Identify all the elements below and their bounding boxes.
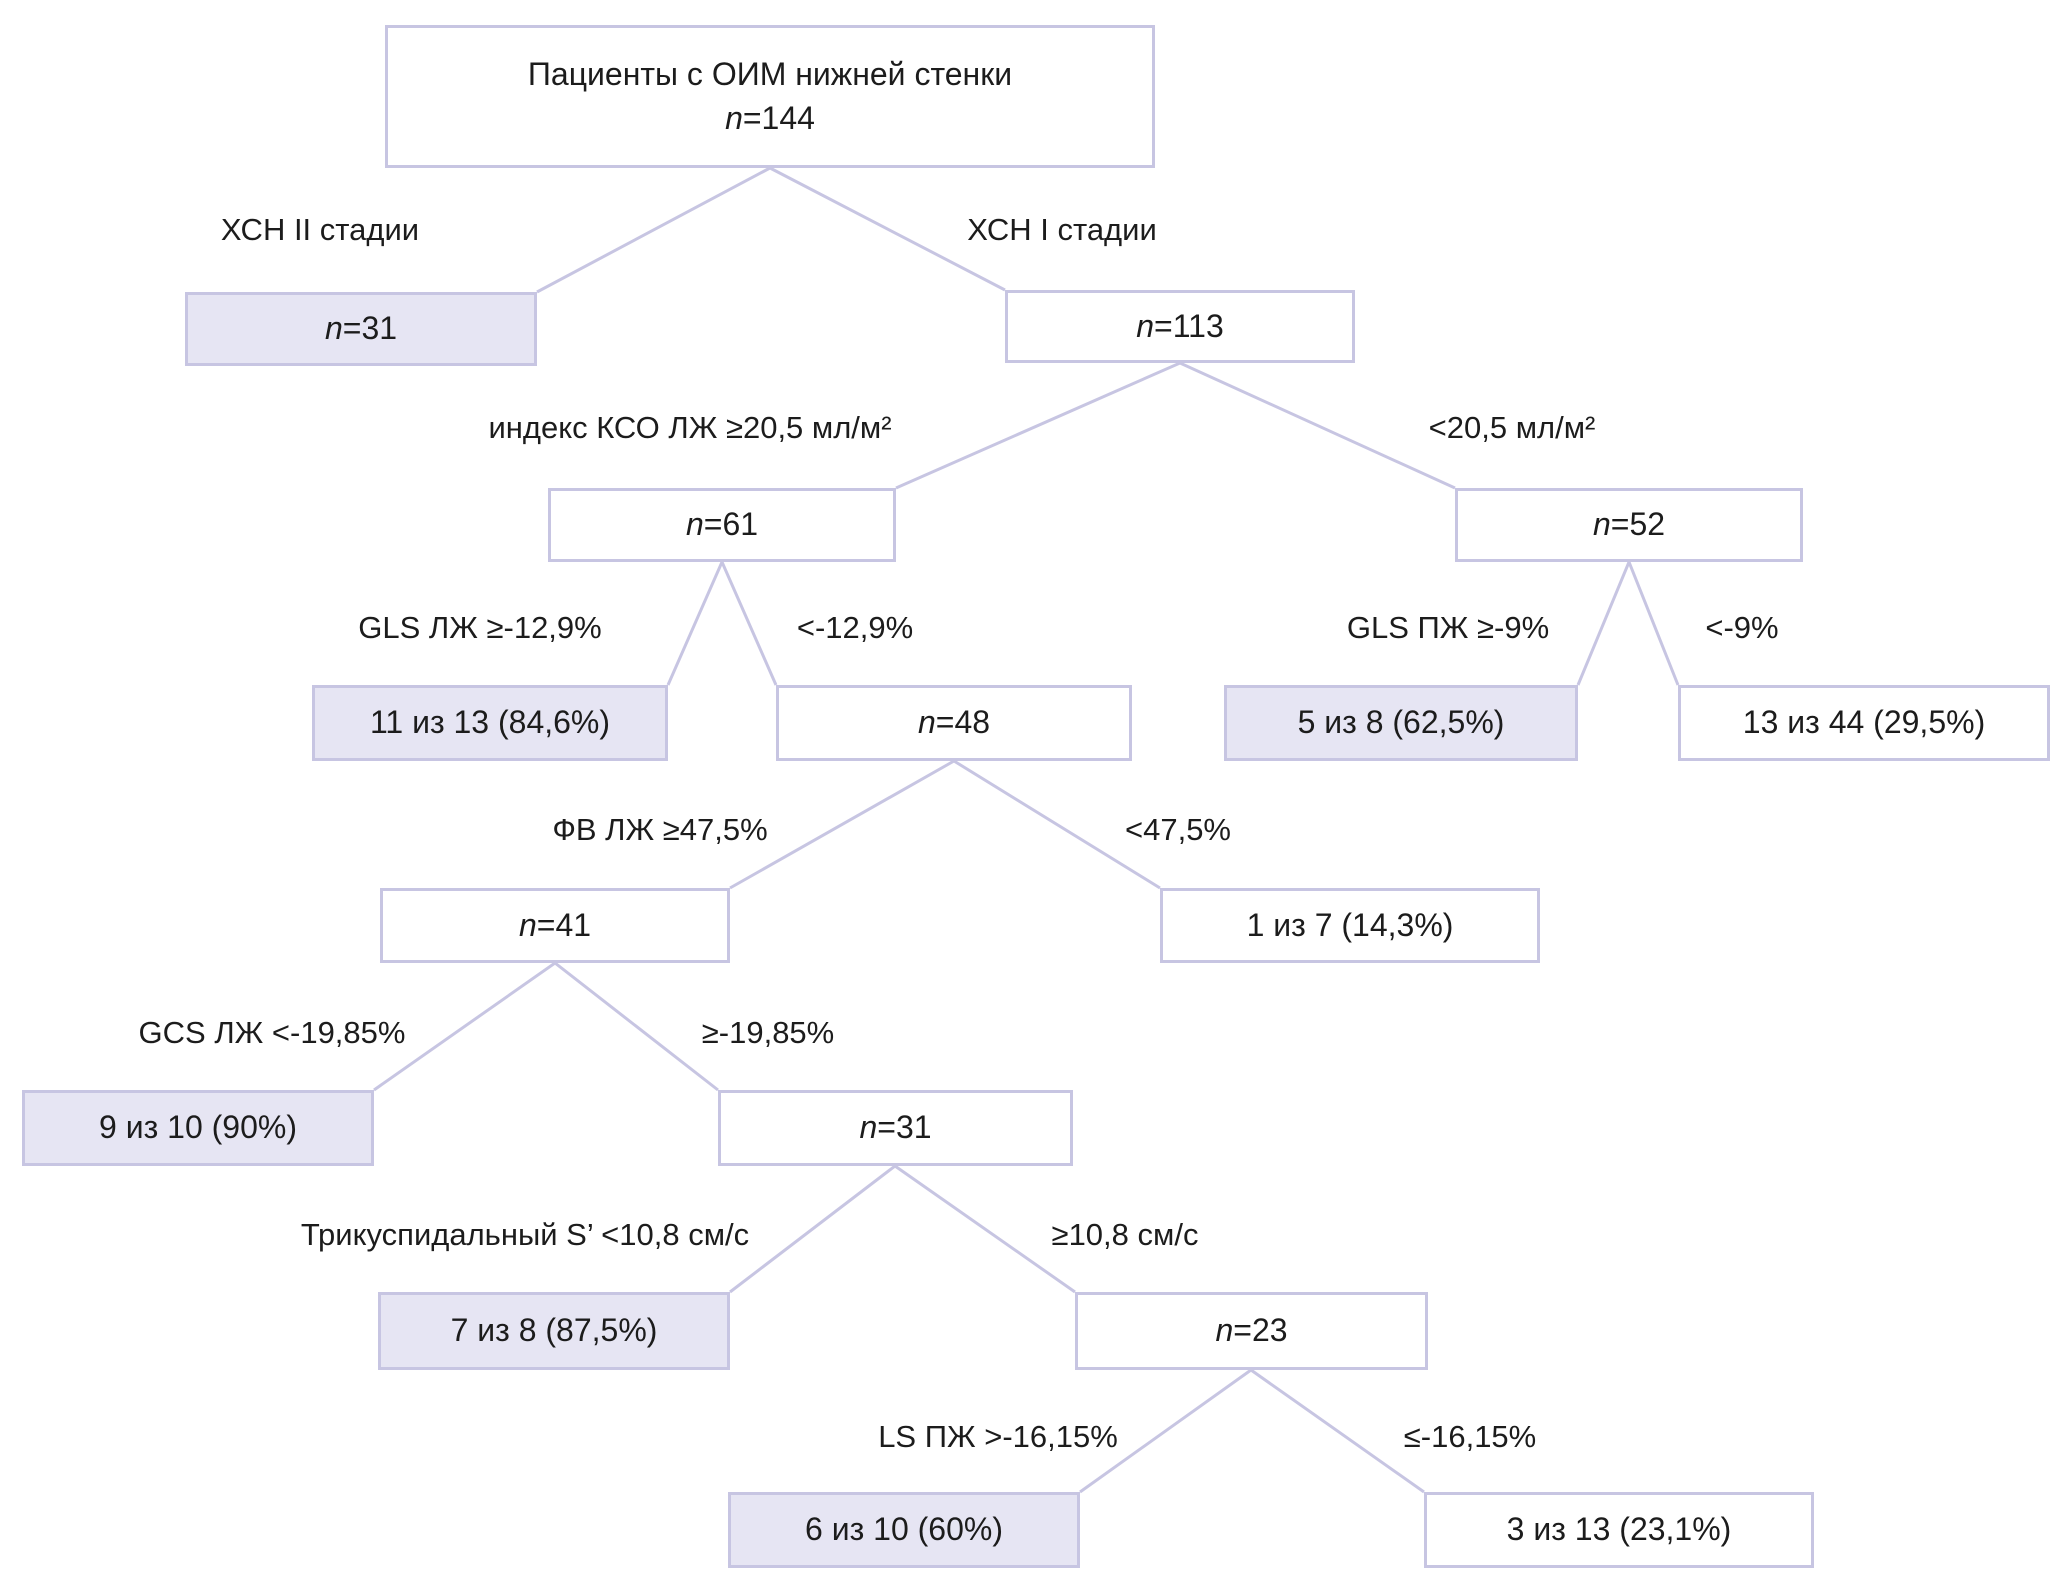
n-value: =41 [536,906,592,943]
fork-n61 [666,558,778,686]
node-label: n=41 [519,904,591,947]
fork-n48 [729,759,1161,890]
fork-n113 [895,361,1456,490]
edge-label-tricuspid-ge: ≥10,8 см/с [1051,1217,1199,1252]
node-label: 9 из 10 (90%) [99,1109,297,1146]
node-label: n=48 [918,701,990,744]
node-label: n=31 [859,1106,931,1149]
fork-root [536,166,1006,294]
edge-label-hsn-i: ХСН I стадии [967,212,1157,247]
node-result-9-of-10: 9 из 10 (90%) [22,1090,374,1166]
node-label: 6 из 10 (60%) [805,1511,1003,1548]
edge-label-gls-lv-lt: <-12,9% [796,610,914,645]
node-n31-second: n=31 [718,1090,1073,1166]
edge-label-gls-rv-ge: GLS ПЖ ≥-9% [1346,610,1550,645]
edge-label-gcs-ge: ≥-19,85% [701,1015,835,1050]
n-symbol: n [685,506,704,543]
n-value: =144 [742,99,815,136]
node-label: 13 из 44 (29,5%) [1742,704,1986,741]
node-result-3-of-13: 3 из 13 (23,1%) [1424,1492,1814,1568]
node-label: 11 из 13 (84,6%) [369,704,611,741]
node-n31: n=31 [185,292,537,366]
n-value: =61 [703,506,759,543]
fork-n31b [729,1164,1076,1294]
n-symbol: n [725,99,743,136]
node-n113: n=113 [1005,290,1355,363]
node-n41: n=41 [380,888,730,963]
node-root: Пациенты с ОИМ нижней стенки n=144 [385,25,1155,168]
edge-label-ef-lt: <47,5% [1124,812,1232,847]
n-value: =113 [1154,307,1224,344]
node-n61: n=61 [548,488,896,562]
node-label: n=113 [1136,305,1224,348]
fork-n52 [1576,558,1680,686]
node-root-title: Пациенты с ОИМ нижней стенки [527,56,1013,93]
node-root-count: n=144 [725,97,815,140]
edge-label-ls-gt: LS ПЖ >-16,15% [878,1419,1118,1454]
n-value: =23 [1233,1312,1288,1349]
edge-label-gls-rv-lt: <-9% [1705,610,1779,645]
node-result-11-of-13: 11 из 13 (84,6%) [312,685,668,761]
node-label: n=23 [1215,1309,1287,1352]
node-result-1-of-7: 1 из 7 (14,3%) [1160,888,1540,963]
n-symbol: n [324,310,343,347]
node-n23: n=23 [1075,1292,1428,1370]
node-label: n=61 [686,503,758,546]
node-label: 5 из 8 (62,5%) [1297,704,1505,741]
node-result-13-of-44: 13 из 44 (29,5%) [1678,685,2050,761]
node-n48: n=48 [776,685,1132,761]
n-value: =31 [877,1109,932,1146]
edge-label-kso-ge: индекс КСО ЛЖ ≥20,5 мл/м² [488,410,892,445]
n-symbol: n [917,704,936,741]
n-symbol: n [1136,307,1155,344]
edge-label-ls-le: ≤-16,15% [1403,1419,1537,1454]
node-label: 7 из 8 (87,5%) [450,1312,658,1349]
edge-label-gcs-lt: GCS ЛЖ <-19,85% [138,1015,406,1050]
fork-n41 [373,961,719,1092]
node-label: 1 из 7 (14,3%) [1246,906,1454,943]
n-value: =31 [342,310,398,347]
edge-label-tricuspid-lt: Трикуспидальный S’ <10,8 см/с [300,1217,750,1252]
n-symbol: n [859,1109,878,1146]
n-symbol: n [1215,1312,1234,1349]
node-result-6-of-10: 6 из 10 (60%) [728,1492,1080,1568]
node-label: n=31 [325,307,397,350]
edge-label-hsn-ii: ХСН II стадии [220,212,420,247]
edge-label-gls-lv-ge: GLS ЛЖ ≥-12,9% [358,610,602,645]
n-value: =48 [935,704,991,741]
node-result-7-of-8: 7 из 8 (87,5%) [378,1292,730,1370]
n-symbol: n [518,906,537,943]
fork-n23 [1079,1368,1425,1494]
n-symbol: n [1592,506,1611,543]
node-label: n=52 [1593,503,1665,546]
edge-label-kso-lt: <20,5 мл/м² [1428,410,1596,445]
edge-label-ef-ge: ФВ ЛЖ ≥47,5% [552,812,768,847]
node-result-5-of-8: 5 из 8 (62,5%) [1224,685,1578,761]
node-n52: n=52 [1455,488,1803,562]
n-value: =52 [1610,506,1666,543]
node-label: 3 из 13 (23,1%) [1506,1511,1732,1548]
